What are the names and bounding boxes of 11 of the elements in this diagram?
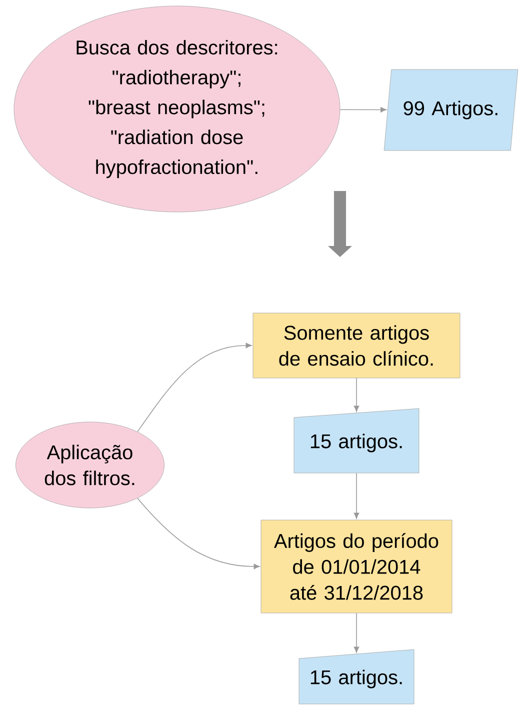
arrow	[137, 342, 252, 432]
arrow	[354, 378, 360, 412]
arrow	[354, 472, 360, 519]
process-box: Somente artigos de ensaio clínico.	[252, 312, 460, 378]
data-parallelogram: 99 Artigos.	[384, 69, 518, 151]
arrow	[340, 107, 386, 112]
arrow	[354, 612, 360, 653]
oval-node: Busca dos descritores: "radiotherapy"; "breast neoplasms"; "radiation dose hypofractionation".	[14, 6, 340, 212]
arrow	[137, 498, 260, 570]
oval-node: Aplicação dos filtros.	[16, 422, 164, 508]
process-box: Artigos do período de 01/01/2014 até 31/12/2018	[260, 520, 452, 614]
